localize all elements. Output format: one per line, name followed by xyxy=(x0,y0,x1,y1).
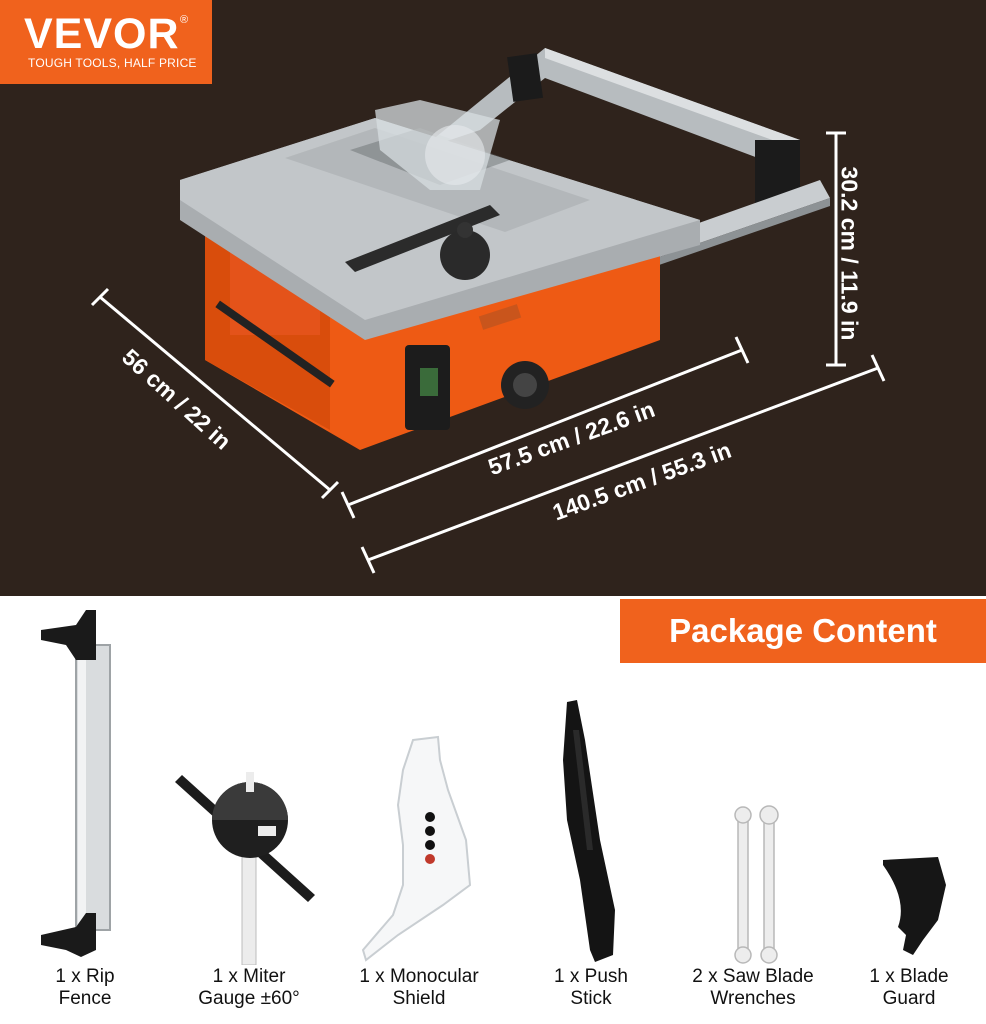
package-item-line1: 2 x Saw Blade xyxy=(692,966,814,987)
logo-tagline: TOUGH TOOLS, HALF PRICE xyxy=(28,56,197,70)
package-item: 1 x Blade Guard xyxy=(834,966,984,1010)
push-stick-icon xyxy=(563,700,615,962)
blade-guard-icon xyxy=(883,857,946,955)
package-item-line2: Fence xyxy=(58,988,112,1009)
height-dimension: 30.2 cm / 11.9 in xyxy=(836,166,863,341)
vevor-logo: VEVOR ® TOUGH TOOLS, HALF PRICE xyxy=(0,0,212,84)
package-content-title: Package Content xyxy=(620,599,986,663)
package-item-line2: Stick xyxy=(570,988,612,1009)
wrench-icon xyxy=(734,805,779,964)
package-item-line1: 1 x Miter xyxy=(212,966,286,987)
package-item: 1 x Push Stick xyxy=(516,966,666,1010)
rip-fence-icon xyxy=(41,610,111,957)
miter-gauge-icon xyxy=(175,772,315,965)
package-item-line1: 1 x Blade xyxy=(869,966,949,987)
package-item-line2: Wrenches xyxy=(710,988,796,1009)
registered-mark: ® xyxy=(180,14,189,26)
package-item: 1 x Rip Fence xyxy=(10,966,160,1010)
logo-wordmark: VEVOR xyxy=(24,10,180,58)
package-item-line2: Shield xyxy=(392,988,446,1009)
dimension-lines xyxy=(90,131,886,574)
package-item-line2: Gauge ±60° xyxy=(198,988,300,1009)
package-item: 2 x Saw Blade Wrenches xyxy=(678,966,828,1010)
package-item-line1: 1 x Rip xyxy=(55,966,115,987)
shield-icon xyxy=(361,735,472,962)
package-item-line2: Guard xyxy=(882,988,936,1009)
package-item: 1 x Monocular Shield xyxy=(344,966,494,1010)
package-item: 1 x Miter Gauge ±60° xyxy=(174,966,324,1010)
package-item-line1: 1 x Push xyxy=(554,966,628,987)
product-hero: VEVOR ® TOUGH TOOLS, HALF PRICE 56 cm / … xyxy=(0,0,986,596)
table-saw-illustration xyxy=(180,48,830,450)
package-item-line1: 1 x Monocular xyxy=(359,966,479,987)
